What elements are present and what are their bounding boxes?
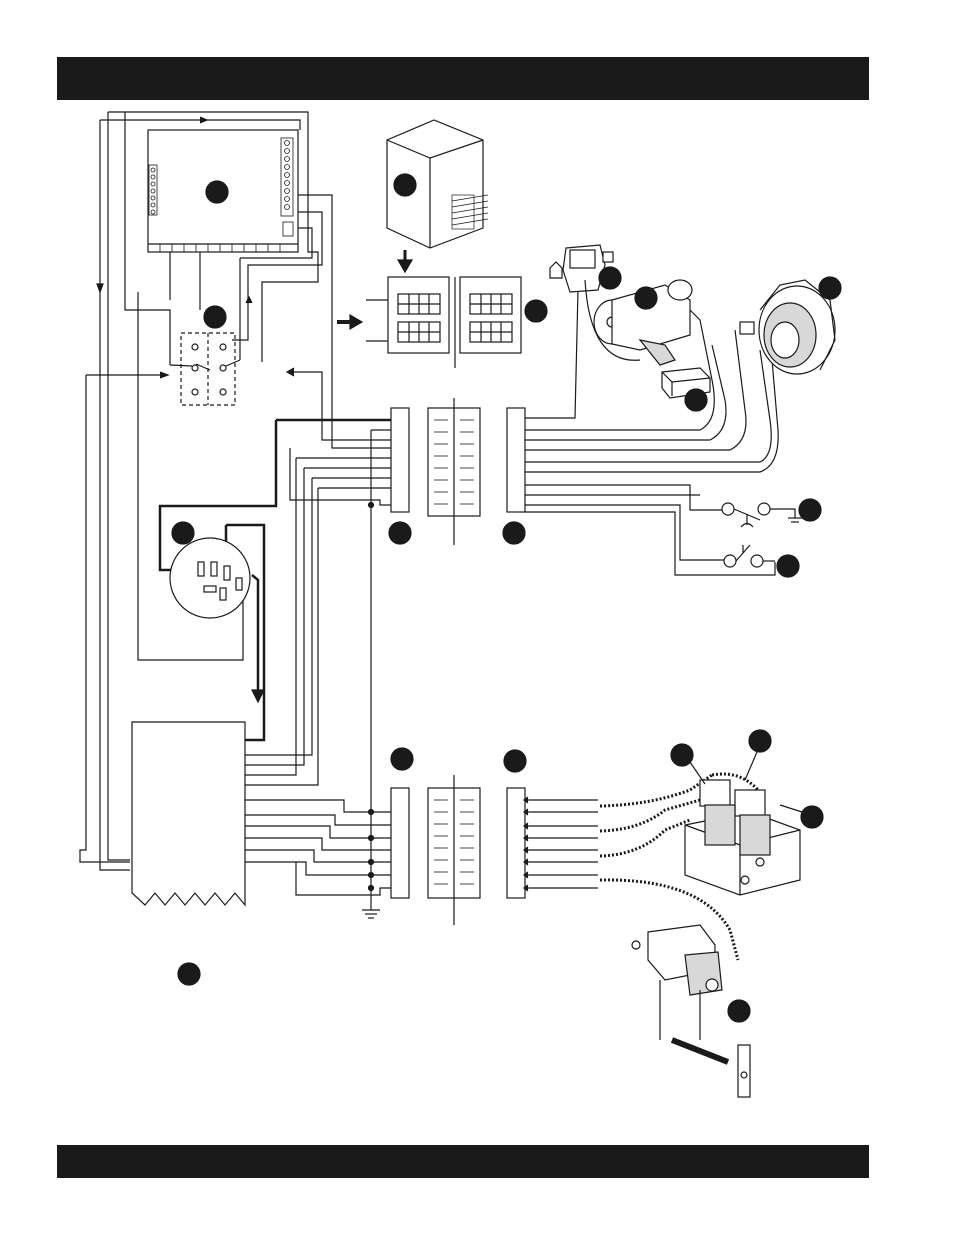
callout-marker (599, 267, 621, 289)
round-receptacle (170, 522, 250, 618)
connector-a-left (389, 408, 411, 544)
starter-motor (585, 280, 692, 365)
control-panel-board (148, 130, 298, 252)
hydraulic-valve-block (671, 730, 823, 895)
callout-marker (819, 277, 841, 299)
temperature-switch (724, 545, 799, 577)
callout-marker (206, 181, 228, 203)
fuel-actuator-assembly (632, 925, 750, 1097)
callout-marker (635, 287, 657, 309)
ground-symbol (362, 910, 380, 918)
callout-marker (204, 306, 226, 328)
callout-marker (749, 730, 771, 752)
relay-fuse-block-b (455, 277, 547, 368)
relay-fuse-block-a (337, 277, 449, 353)
callout-marker (525, 300, 547, 322)
switch-dashed-block (170, 258, 240, 405)
connector-b-right (504, 750, 526, 898)
callout-marker (503, 522, 525, 544)
alternator (740, 277, 841, 374)
battery (662, 368, 710, 411)
callout-marker (777, 555, 799, 577)
connector-b-left (391, 748, 413, 898)
enclosure-box (387, 120, 488, 272)
callout-marker (801, 806, 823, 828)
callout-marker (394, 174, 416, 196)
generator-box (132, 722, 245, 905)
callout-marker (728, 1000, 750, 1022)
connector-a-middle (428, 398, 480, 545)
callout-marker (685, 389, 707, 411)
callout-marker (172, 522, 194, 544)
connector-b-middle (428, 775, 480, 925)
connector-a-right (503, 408, 525, 544)
callout-marker (799, 499, 821, 521)
pressure-switch (722, 499, 821, 527)
callout-marker (178, 963, 200, 985)
callout-marker (389, 522, 411, 544)
callout-marker (504, 750, 526, 772)
callout-marker (671, 744, 693, 766)
lower-harness (245, 800, 391, 895)
callout-marker (391, 748, 413, 770)
